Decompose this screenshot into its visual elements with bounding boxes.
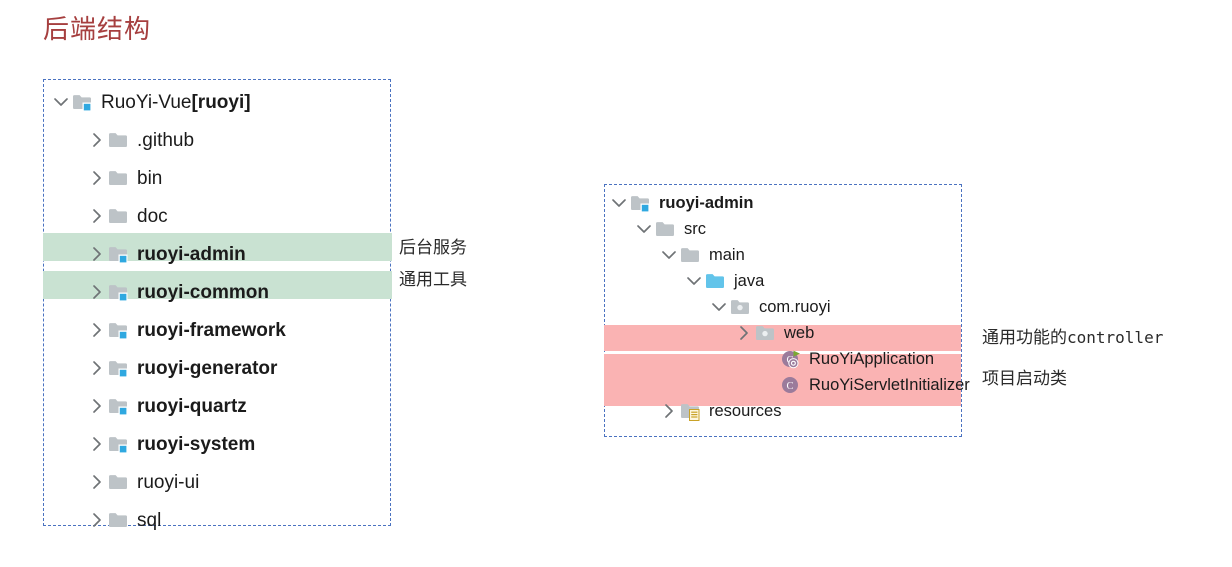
- folder-plain-icon: [108, 206, 130, 226]
- tree-row[interactable]: RuoYi-Vue [ruoyi]: [50, 83, 251, 121]
- tree-row[interactable]: ruoyi-admin: [86, 235, 246, 273]
- chevron-right-icon[interactable]: [86, 471, 108, 493]
- tree-row[interactable]: ruoyi-admin: [608, 190, 753, 216]
- tree-row[interactable]: ruoyi-system: [86, 425, 255, 463]
- chevron-down-icon[interactable]: [633, 218, 655, 240]
- folder-plain-icon: [655, 219, 677, 239]
- annotation-text-cn: 通用功能的: [982, 328, 1067, 348]
- left-project-tree-panel: [43, 79, 391, 526]
- folder-package-icon: [730, 297, 752, 317]
- twisty-placeholder: [758, 374, 780, 396]
- chevron-right-icon[interactable]: [86, 319, 108, 341]
- chevron-down-icon[interactable]: [608, 192, 630, 214]
- folder-plain-icon: [108, 168, 130, 188]
- chevron-right-icon[interactable]: [86, 167, 108, 189]
- tree-row[interactable]: java: [683, 268, 764, 294]
- tree-row-label: ruoyi-framework: [137, 319, 286, 341]
- folder-module-icon: [108, 320, 130, 340]
- tree-row-label: doc: [137, 205, 168, 227]
- chevron-right-icon[interactable]: [86, 129, 108, 151]
- left-annotation: 后台服务: [399, 238, 467, 258]
- tree-row[interactable]: .github: [86, 121, 194, 159]
- highlight-band-ruoyi-admin: [43, 233, 392, 261]
- folder-module-icon: [630, 193, 652, 213]
- class-icon: C: [780, 375, 802, 395]
- chevron-down-icon[interactable]: [658, 244, 680, 266]
- tree-row[interactable]: bin: [86, 159, 162, 197]
- folder-package-icon: [755, 323, 777, 343]
- chevron-down-icon[interactable]: [50, 91, 72, 113]
- tree-row[interactable]: web: [733, 320, 814, 346]
- chevron-right-icon[interactable]: [86, 395, 108, 417]
- chevron-right-icon[interactable]: [86, 243, 108, 265]
- folder-module-icon: [108, 282, 130, 302]
- highlight-band-ruoyi-common: [43, 271, 392, 299]
- tree-row-label: RuoYiApplication: [809, 349, 935, 368]
- folder-module-icon: [108, 244, 130, 264]
- tree-row-label: ruoyi-generator: [137, 357, 278, 379]
- tree-row-label: sql: [137, 509, 162, 531]
- right-annotation: 通用功能的controller: [982, 330, 1163, 347]
- folder-plain-icon: [108, 130, 130, 150]
- highlight-band-web: [604, 325, 961, 351]
- tree-row[interactable]: ruoyi-framework: [86, 311, 286, 349]
- page-title: 后端结构: [43, 15, 152, 45]
- tree-row[interactable]: main: [658, 242, 745, 268]
- tree-row[interactable]: com.ruoyi: [708, 294, 831, 320]
- tree-row-label: java: [734, 271, 765, 290]
- annotation-text-mono: controller: [1067, 328, 1164, 347]
- tree-row-label: RuoYi-Vue: [101, 91, 192, 113]
- folder-module-icon: [108, 434, 130, 454]
- tree-row[interactable]: src: [633, 216, 706, 242]
- tree-row[interactable]: ruoyi-quartz: [86, 387, 247, 425]
- annotation-text-cn: 项目启动类: [982, 369, 1067, 389]
- twisty-placeholder: [758, 348, 780, 370]
- tree-row[interactable]: sql: [86, 501, 161, 539]
- tree-row-label: bin: [137, 167, 163, 189]
- tree-row[interactable]: doc: [86, 197, 168, 235]
- highlight-band-startup-classes: [604, 354, 961, 406]
- left-annotation: 通用工具: [399, 270, 467, 290]
- folder-plain-icon: [108, 510, 130, 530]
- tree-row-label: web: [784, 323, 815, 342]
- tree-row-label: .github: [137, 129, 195, 151]
- tree-row-label: ruoyi-quartz: [137, 395, 247, 417]
- folder-plain-icon: [108, 472, 130, 492]
- chevron-right-icon[interactable]: [86, 509, 108, 531]
- tree-row[interactable]: resources: [658, 398, 781, 424]
- svg-text:C: C: [786, 381, 793, 392]
- tree-row-label: ruoyi-common: [137, 281, 269, 303]
- tree-row-label: ruoyi-admin: [137, 243, 246, 265]
- tree-row-label: com.ruoyi: [759, 297, 831, 316]
- chevron-right-icon[interactable]: [86, 357, 108, 379]
- right-annotation: 项目启动类: [982, 371, 1067, 388]
- tree-row-label: src: [684, 219, 706, 238]
- tree-row-label: RuoYiServletInitializer: [809, 375, 970, 394]
- tree-row-label: resources: [709, 401, 782, 420]
- folder-source-icon: [705, 271, 727, 291]
- tree-row-label: main: [709, 245, 745, 264]
- chevron-right-icon[interactable]: [86, 205, 108, 227]
- folder-module-icon: [108, 358, 130, 378]
- chevron-right-icon[interactable]: [733, 322, 755, 344]
- tree-row[interactable]: ruoyi-common: [86, 273, 269, 311]
- tree-row-label: ruoyi-admin: [659, 193, 754, 212]
- chevron-right-icon[interactable]: [86, 433, 108, 455]
- tree-row-label-suffix: [ruoyi]: [191, 91, 251, 113]
- class-runnable-icon: C: [780, 349, 802, 369]
- tree-row[interactable]: C RuoYiApplication: [758, 346, 934, 372]
- tree-row-label: ruoyi-ui: [137, 471, 200, 493]
- tree-row[interactable]: C RuoYiServletInitializer: [758, 372, 970, 398]
- chevron-right-icon[interactable]: [86, 281, 108, 303]
- folder-module-icon: [72, 92, 94, 112]
- folder-plain-icon: [680, 245, 702, 265]
- tree-row-label: ruoyi-system: [137, 433, 256, 455]
- chevron-right-icon[interactable]: [658, 400, 680, 422]
- chevron-down-icon[interactable]: [683, 270, 705, 292]
- folder-resources-icon: [680, 401, 702, 421]
- chevron-down-icon[interactable]: [708, 296, 730, 318]
- tree-row[interactable]: ruoyi-ui: [86, 463, 199, 501]
- tree-row[interactable]: ruoyi-generator: [86, 349, 277, 387]
- folder-module-icon: [108, 396, 130, 416]
